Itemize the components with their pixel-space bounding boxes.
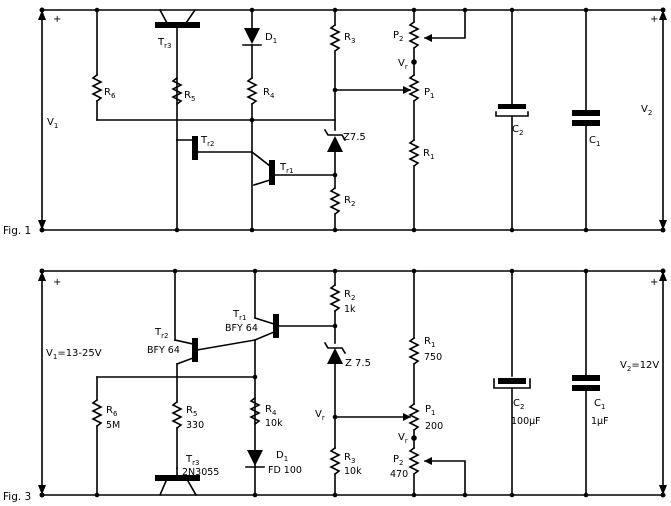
fig1-p2-pot [408,20,420,50]
fig3-r4-value: 10k [265,418,283,429]
fig1-r4-label: R4 [263,87,275,100]
fig3-tr2-label: Tr2 [154,327,168,340]
fig3-output-plus: + [650,277,658,288]
fig3-r1-resistor [408,336,420,366]
fig1-r1-label: R1 [423,148,434,161]
fig3-c1-label: C1 [594,398,605,411]
fig3-d1-diode [247,450,263,466]
fig1-tr1-label: Tr1 [279,162,293,175]
fig3-r4-label: R4 [265,404,277,417]
fig3-p2-pot [408,446,420,476]
fig3-p2-label: P2 [393,454,404,467]
fig3-v2-label: V2=12V [620,360,659,373]
fig1-r1-resistor [408,138,420,168]
fig1-c1-label: C1 [589,135,600,148]
fig3-r6-label: R6 [106,405,118,418]
fig1-tr3-label: Tr3 [157,37,171,50]
fig1-p1-pot [408,73,420,103]
fig3-r2-label: R2 [344,289,355,302]
figure-3-circuit: + V1=13-25V + V2=12V Tr1 BFY 64 Tr2 BFY … [3,268,667,503]
fig3-vr-label: Vr [315,409,325,422]
fig3-c2-value: 100μF [511,416,541,427]
fig3-r1-label: R1 [424,336,435,349]
fig3-r3-resistor [329,446,341,476]
fig1-d1-diode [244,28,260,44]
fig1-r6-label: R6 [104,87,116,100]
fig3-tr1-label: Tr1 [232,309,246,322]
fig1-vr-label: Vr [398,58,408,71]
fig3-d1-label: D1 [276,450,288,463]
fig3-r3-value: 10k [344,466,362,477]
fig1-zener-label: Z7.5 [343,132,366,143]
fig1-p1-label: P1 [424,87,435,100]
fig1-r6-resistor [91,73,103,103]
fig1-zener-diode [327,136,343,152]
fig3-r5-label: R5 [186,405,197,418]
fig1-c2-capacitor [498,104,526,109]
fig1-r5-label: R5 [184,90,195,103]
fig3-zener-diode [327,348,343,364]
fig1-p2-label: P2 [393,30,404,43]
fig3-r2-value: 1k [344,304,356,315]
fig1-d1-label: D1 [265,32,277,45]
fig3-p1-pot [408,402,420,432]
fig3-c1-value: 1μF [591,416,609,427]
fig3-p1-value: 200 [425,421,443,432]
fig1-r2-label: R2 [344,195,355,208]
fig3-c2-label: C2 [513,398,524,411]
fig1-r3-resistor [329,23,341,53]
fig1-r4-resistor [246,76,258,106]
fig1-v2-label: V2 [641,104,652,117]
fig1-caption: Fig. 1 [3,225,31,237]
fig1-r3-label: R3 [344,32,355,45]
fig3-v1-label: V1=13-25V [46,348,102,361]
fig3-r6-resistor [91,398,103,428]
fig1-output-plus: + [650,14,658,25]
fig3-r2-resistor [329,283,341,313]
fig1-r2-resistor [329,186,341,216]
fig3-r6-value: 5M [106,420,120,431]
fig3-zener-label: Z 7.5 [345,358,371,369]
fig1-c2-label: C2 [512,124,523,137]
fig3-vr2-label: Vr [398,432,408,445]
fig1-tr2-label: Tr2 [200,135,214,148]
fig3-input-plus: + [53,277,61,288]
fig3-tr1-value: BFY 64 [225,323,258,334]
fig3-r5-value: 330 [186,420,204,431]
fig3-r4-resistor [249,396,261,426]
fig3-c2-capacitor [498,378,526,384]
fig1-input-plus: + [53,14,61,25]
fig3-tr3-label: Tr3 [185,454,199,467]
fig3-p1-label: P1 [425,404,436,417]
fig3-d1-value: FD 100 [268,465,302,476]
fig3-caption: Fig. 3 [3,491,31,503]
fig1-v1-label: V1 [47,117,58,130]
fig3-r1-value: 750 [424,352,442,363]
fig3-r3-label: R3 [344,452,355,465]
fig3-tr3-value: 2N3055 [182,467,219,478]
fig3-p2-value: 470 [390,469,408,480]
fig3-tr2-value: BFY 64 [147,345,180,356]
fig1-r5-resistor [171,76,183,106]
figure-1-circuit: + V1 + V2 Tr3 R6 R5 Tr2 D1 [3,7,667,237]
fig3-r5-resistor [171,400,183,430]
